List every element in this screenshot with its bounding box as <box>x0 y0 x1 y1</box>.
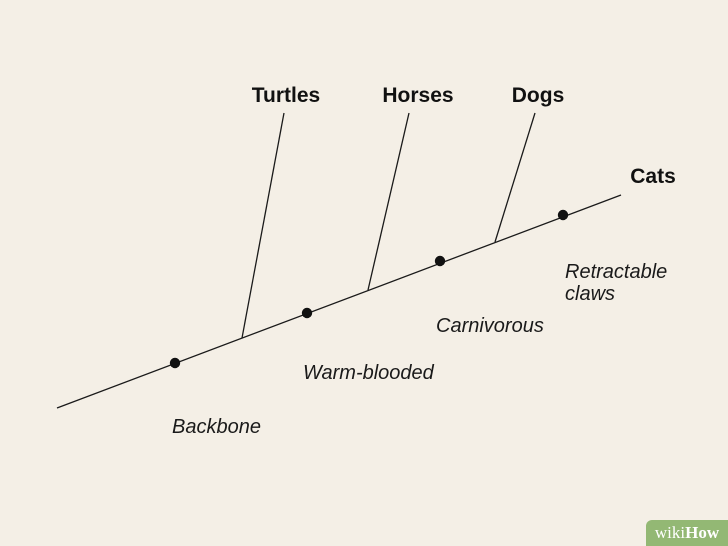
watermark-prefix: wiki <box>654 523 686 542</box>
trait-label-claws: claws <box>565 283 615 305</box>
watermark-brand: How <box>685 523 720 542</box>
node-backbone <box>169 357 181 369</box>
taxon-label-turtles: Turtles <box>252 84 320 107</box>
trait-label-backbone: Backbone <box>172 416 261 438</box>
taxon-label-dogs: Dogs <box>512 84 565 107</box>
node-carnivorous <box>434 255 446 267</box>
node-retractable-claws <box>557 209 569 221</box>
taxon-label-cats: Cats <box>630 165 676 188</box>
branch-horses <box>367 112 410 291</box>
trait-label-retractable: Retractable <box>565 261 667 283</box>
node-warm-blooded <box>301 307 313 319</box>
taxon-label-horses: Horses <box>382 84 453 107</box>
branch-turtles <box>241 112 285 339</box>
trait-label-warm-blooded: Warm-blooded <box>303 362 435 384</box>
cladogram-trunk <box>56 194 622 409</box>
branch-dogs <box>494 112 536 243</box>
trait-label-carnivorous: Carnivorous <box>436 315 544 337</box>
